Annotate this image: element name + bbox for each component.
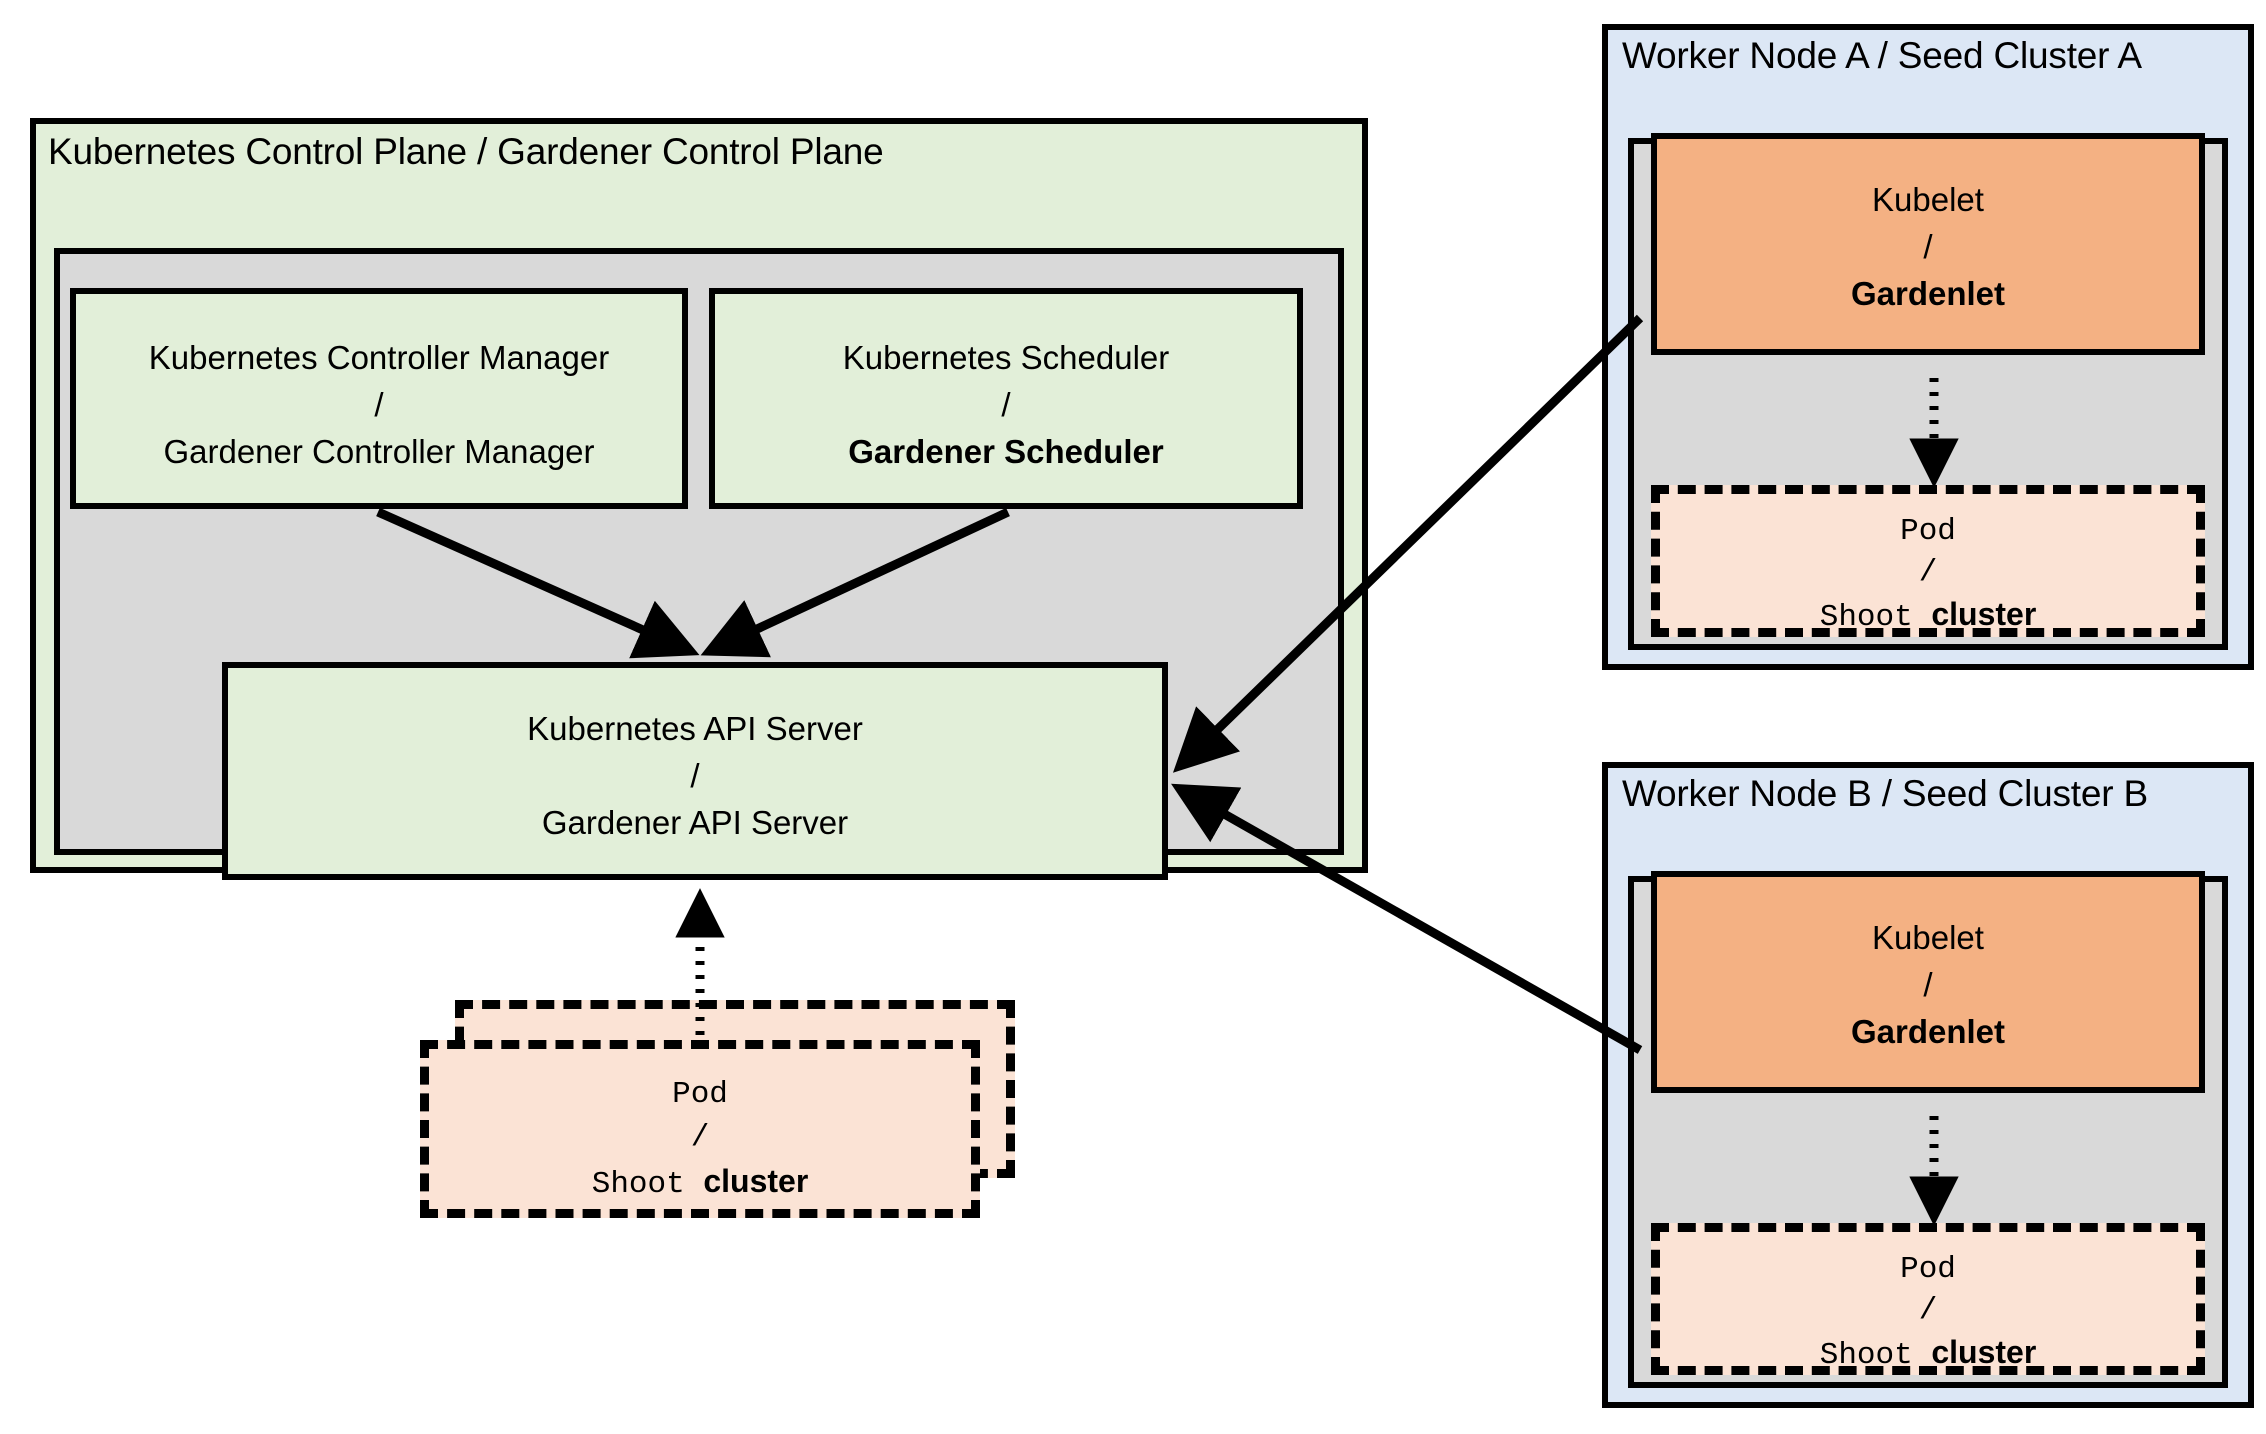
control-plane-pod-separator: / bbox=[690, 1120, 710, 1155]
scheduler-line1: Kubernetes Scheduler bbox=[842, 339, 1170, 376]
worker-node-b-pod-line2: Shoot cluster bbox=[1660, 1334, 2196, 1373]
kubernetes-controller-manager-box[interactable]: Kubernetes Controller Manager / Gardener… bbox=[70, 288, 688, 509]
api-server-line2: Gardener API Server bbox=[541, 804, 849, 841]
kubelet-a-line1: Kubelet bbox=[1872, 181, 1984, 218]
controller-manager-separator: / bbox=[374, 386, 384, 423]
kubernetes-scheduler-box[interactable]: Kubernetes Scheduler / Gardener Schedule… bbox=[709, 288, 1303, 509]
kubelet-a-text: Kubelet / Gardenlet bbox=[1657, 183, 2199, 310]
control-plane-header: Kubernetes Control Plane / Gardener Cont… bbox=[48, 131, 884, 172]
scheduler-text: Kubernetes Scheduler / Gardener Schedule… bbox=[715, 341, 1297, 468]
kubelet-b-line2: Gardenlet bbox=[1850, 1013, 2006, 1050]
worker-node-a-pod-separator: / bbox=[1918, 555, 1938, 590]
api-server-text: Kubernetes API Server / Gardener API Ser… bbox=[228, 712, 1162, 839]
worker-node-a-header: Worker Node A / Seed Cluster A bbox=[1622, 35, 2142, 76]
controller-manager-line2: Gardener Controller Manager bbox=[163, 433, 595, 470]
controller-manager-text: Kubernetes Controller Manager / Gardener… bbox=[76, 341, 682, 468]
control-plane-pod-line2-suffix: cluster bbox=[703, 1163, 809, 1199]
kubelet-b-separator: / bbox=[1923, 966, 1933, 1003]
worker-node-a-pod-line2-suffix: cluster bbox=[1931, 596, 2037, 632]
control-plane-pod-line2-prefix: Shoot bbox=[591, 1167, 685, 1202]
kubelet-a-separator: / bbox=[1923, 228, 1933, 265]
controller-manager-line1: Kubernetes Controller Manager bbox=[148, 339, 610, 376]
worker-node-a-pod-line2-prefix: Shoot bbox=[1819, 600, 1913, 635]
worker-node-a-pod-line2: Shoot cluster bbox=[1660, 596, 2196, 635]
worker-node-b-pod-line2-suffix: cluster bbox=[1931, 1334, 2037, 1370]
worker-node-b-pod-box[interactable]: Pod / Shoot cluster bbox=[1651, 1223, 2205, 1375]
api-server-line1: Kubernetes API Server bbox=[527, 710, 863, 747]
control-plane-pod-text: Pod / Shoot cluster bbox=[429, 1077, 971, 1202]
worker-node-b-header: Worker Node B / Seed Cluster B bbox=[1622, 773, 2148, 814]
kubelet-gardenlet-b-box[interactable]: Kubelet / Gardenlet bbox=[1651, 871, 2205, 1093]
worker-node-a-pod-box[interactable]: Pod / Shoot cluster bbox=[1651, 485, 2205, 637]
api-server-separator: / bbox=[690, 757, 700, 794]
kubelet-gardenlet-a-box[interactable]: Kubelet / Gardenlet bbox=[1651, 133, 2205, 355]
worker-node-b-pod-text: Pod / Shoot cluster bbox=[1660, 1252, 2196, 1373]
kubelet-b-text: Kubelet / Gardenlet bbox=[1657, 921, 2199, 1048]
worker-node-a-pod-line1: Pod bbox=[1900, 514, 1956, 549]
kubelet-b-line1: Kubelet bbox=[1872, 919, 1984, 956]
control-plane-pod-line1: Pod bbox=[672, 1077, 728, 1112]
worker-node-b-pod-separator: / bbox=[1918, 1293, 1938, 1328]
kubelet-a-line2: Gardenlet bbox=[1850, 275, 2006, 312]
worker-node-a-pod-text: Pod / Shoot cluster bbox=[1660, 514, 2196, 635]
control-plane-pod-box[interactable]: Pod / Shoot cluster bbox=[420, 1040, 980, 1218]
kubernetes-api-server-box[interactable]: Kubernetes API Server / Gardener API Ser… bbox=[222, 662, 1168, 880]
scheduler-line2: Gardener Scheduler bbox=[848, 433, 1164, 470]
worker-node-b-pod-line2-prefix: Shoot bbox=[1819, 1338, 1913, 1373]
control-plane-pod-line2: Shoot cluster bbox=[429, 1163, 971, 1202]
scheduler-separator: / bbox=[1001, 386, 1011, 423]
worker-node-b-pod-line1: Pod bbox=[1900, 1252, 1956, 1287]
